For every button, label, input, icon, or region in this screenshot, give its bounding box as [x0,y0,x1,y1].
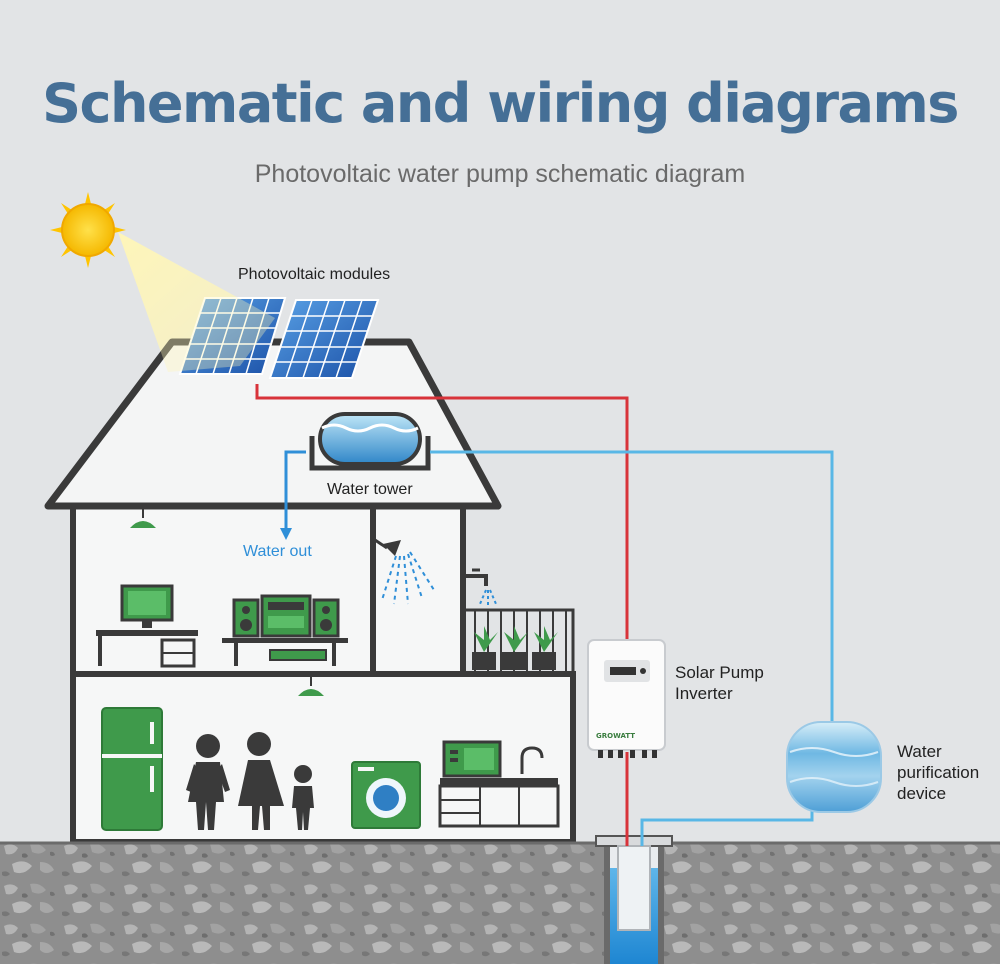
label-inverter-line1: Solar Pump [675,663,764,682]
family-icon [186,732,314,830]
shower-icon [374,538,435,605]
house [44,338,576,845]
kitchen-counter-icon [438,740,560,828]
ceiling-lamp-icon [298,677,324,696]
photovoltaic-modules [178,297,380,379]
label-purifier-line2: purification [897,763,980,782]
label-water-purification-device: Water purification device [897,741,979,804]
label-solar-pump-inverter: Solar Pump Inverter [675,662,764,704]
label-purifier-line1: Water [897,742,942,761]
page-subtitle: Photovoltaic water pump schematic diagra… [254,160,746,188]
stereo-icon [222,594,348,666]
faucet-icon [466,568,497,606]
washing-machine-icon [351,761,421,829]
label-inverter-line2: Inverter [675,684,733,703]
water-purification-device [786,721,882,813]
water-out-pipe [284,450,306,530]
arrow-down-icon [280,528,292,540]
label-water-out: Water out [243,543,312,560]
well [595,835,673,964]
power-wire [255,384,629,846]
ground [0,841,1000,964]
label-purifier-line3: device [897,784,947,803]
solar-panel-icon [268,299,380,379]
computer-desk-icon [96,584,198,668]
label-water-tower: Water tower [327,481,413,498]
inverter-brand: GROWATT [596,732,635,740]
solar-pump-inverter: GROWATT [587,639,666,758]
page-title: Schematic and wiring diagrams [42,72,959,135]
solar-panel-icon [178,297,287,375]
water-pipe-to-tower [430,450,834,730]
ceiling-lamp-icon [130,509,156,528]
plant-icon [472,626,558,670]
water-tower-tank [309,412,431,471]
refrigerator-icon [101,707,163,831]
label-photovoltaic-modules: Photovoltaic modules [238,266,391,283]
